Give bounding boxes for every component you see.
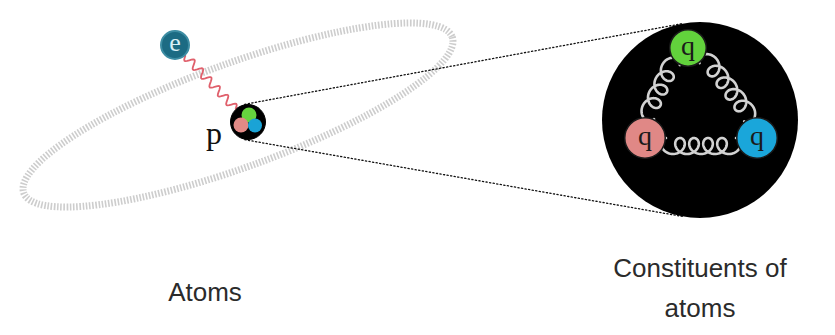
zoom-circle: Constituents of atomsqqq [602,22,798,218]
proton-circle-outline [231,105,266,140]
particle-symbol: e [169,30,181,56]
section-caption: Atoms [168,275,242,309]
quark-circle-outline [670,30,707,67]
section-heading: Constituents of atoms [580,248,820,328]
particle-symbol: q [638,122,652,150]
particle-symbol: q [750,122,764,150]
quark-circle-outline [625,118,666,159]
electron-circle: e [160,30,190,60]
quark-circle-outline [737,118,778,159]
proton-circle: p [230,104,266,140]
particle-symbol: q [681,32,695,60]
quark-dot [248,119,262,133]
quark-circle: q [669,29,707,67]
quark-circle: q [624,117,666,159]
photon-wave [184,56,237,109]
proton-circle-shape [230,104,266,140]
orbit-ellipse [6,0,470,242]
zoom-circle-outline [602,22,798,218]
quark-circle: q [736,117,778,159]
quark-dot [234,118,249,133]
particle-symbol: p [206,117,222,149]
